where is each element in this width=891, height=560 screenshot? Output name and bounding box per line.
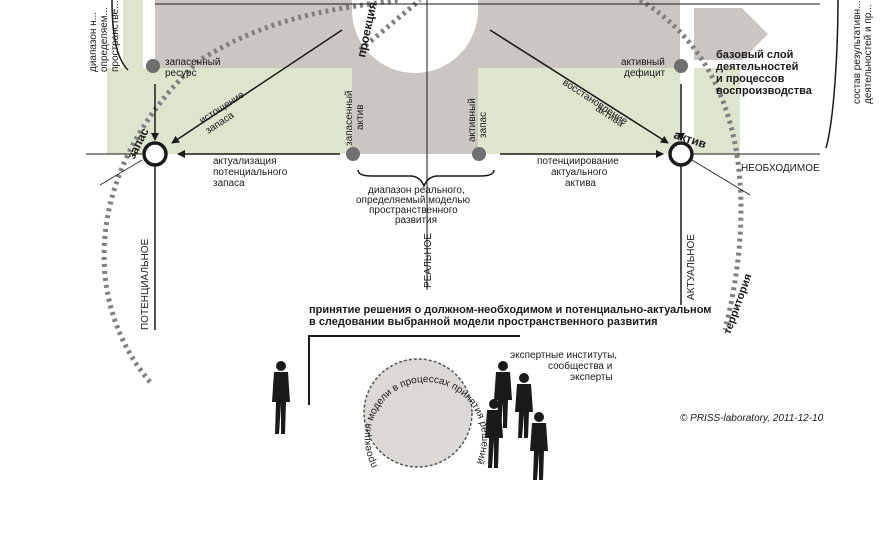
- potential-text: ПОТЕНЦИАЛЬНОЕ: [140, 238, 151, 330]
- necessary-text: НЕОБХОДИМОЕ: [741, 163, 820, 174]
- left-range-text-1: диапазон н...: [88, 12, 99, 72]
- base-layer-text-4: воспроизводства: [716, 85, 813, 97]
- base-layer-text-2: деятельностей: [716, 61, 798, 73]
- decision-text-2: в следовании выбранной модели пространст…: [309, 316, 658, 328]
- reserve-resource-text-2: ресурс: [165, 68, 197, 79]
- dotted-projection-arc: [358, 0, 422, 52]
- white-dome: [352, 0, 478, 73]
- potentiation-text-1: потенциирование: [537, 156, 619, 167]
- person-figure-expert-3: [485, 399, 503, 468]
- dotted-territory-arc: [101, 0, 744, 384]
- range-real-text-3: пространственного: [369, 205, 458, 216]
- person-figure-expert-4: [530, 412, 548, 480]
- decision-bracket: [308, 335, 520, 405]
- person-figure-left: [272, 361, 290, 434]
- person-figure-expert-2: [515, 373, 533, 438]
- gray-chevron-right: [694, 8, 768, 60]
- axes: [86, 0, 820, 330]
- active-deficit-text-1: активный: [621, 57, 665, 68]
- experts-text-3: эксперты: [570, 372, 613, 383]
- decision-circle: [363, 358, 473, 468]
- experts-text-1: экспертные институты,: [510, 350, 617, 361]
- gray-zone-right-top: [478, 0, 680, 68]
- range-real-text-1: диапазон реального,: [368, 185, 465, 196]
- stored-asset-text-1: запасенный: [344, 90, 355, 146]
- green-zone-left: [107, 68, 352, 154]
- decision-text-1: принятие решения о должном-необходимом и…: [309, 304, 711, 316]
- range-brace: [357, 169, 495, 189]
- active-reserve-text-2: запас: [478, 112, 489, 138]
- actualization-text-2: потенциального: [213, 167, 288, 178]
- experts-text-2: сообщества и: [548, 360, 612, 372]
- real-text: РЕАЛЬНОЕ: [423, 233, 434, 288]
- right-comp-text-2: деятельностей и пр...: [863, 4, 874, 104]
- actualization-text-1: актуализация: [213, 156, 277, 167]
- left-range-bracket: [111, 0, 129, 71]
- active-deficit-text-2: дефицит: [624, 67, 666, 79]
- actualization-text-3: запаса: [213, 178, 245, 189]
- active-reserve-dot: [472, 147, 486, 161]
- active-reserve-text-1: активный: [467, 98, 478, 142]
- territory-label: территория: [722, 272, 755, 336]
- arrow-depletion: [171, 29, 343, 144]
- stored-asset-dot: [346, 147, 360, 161]
- right-comp-text-1: состав результативн...: [852, 1, 863, 104]
- range-real-text-2: определяемый моделью: [356, 195, 471, 206]
- right-comp-bracket: [825, 0, 839, 149]
- arrow-restoration: [489, 29, 669, 144]
- reserve-resource-text-1: запасенный: [165, 57, 221, 68]
- actual-text: АКТУАЛЬНОЕ: [686, 234, 697, 300]
- potentiation-text-2: актуального: [551, 167, 608, 178]
- base-layer-text-1: базовый слой: [716, 49, 793, 61]
- left-range-text-3: пространстве...: [110, 1, 121, 72]
- active-deficit-dot: [674, 59, 688, 73]
- reserve-node: [142, 141, 168, 167]
- base-layer-text-3: и процессов: [716, 73, 785, 85]
- stored-asset-text-2: актив: [355, 104, 366, 130]
- copyright-text: © PRISS-laboratory, 2011-12-10: [680, 413, 824, 424]
- reserve-resource-dot: [146, 59, 160, 73]
- range-real-text-4: развития: [395, 215, 437, 226]
- green-strip-left: [123, 0, 143, 74]
- asset-node: [668, 141, 694, 167]
- left-range-text-2: определяем...: [99, 7, 110, 72]
- potentiation-text-3: актива: [565, 178, 596, 189]
- green-zone-right: [478, 68, 680, 154]
